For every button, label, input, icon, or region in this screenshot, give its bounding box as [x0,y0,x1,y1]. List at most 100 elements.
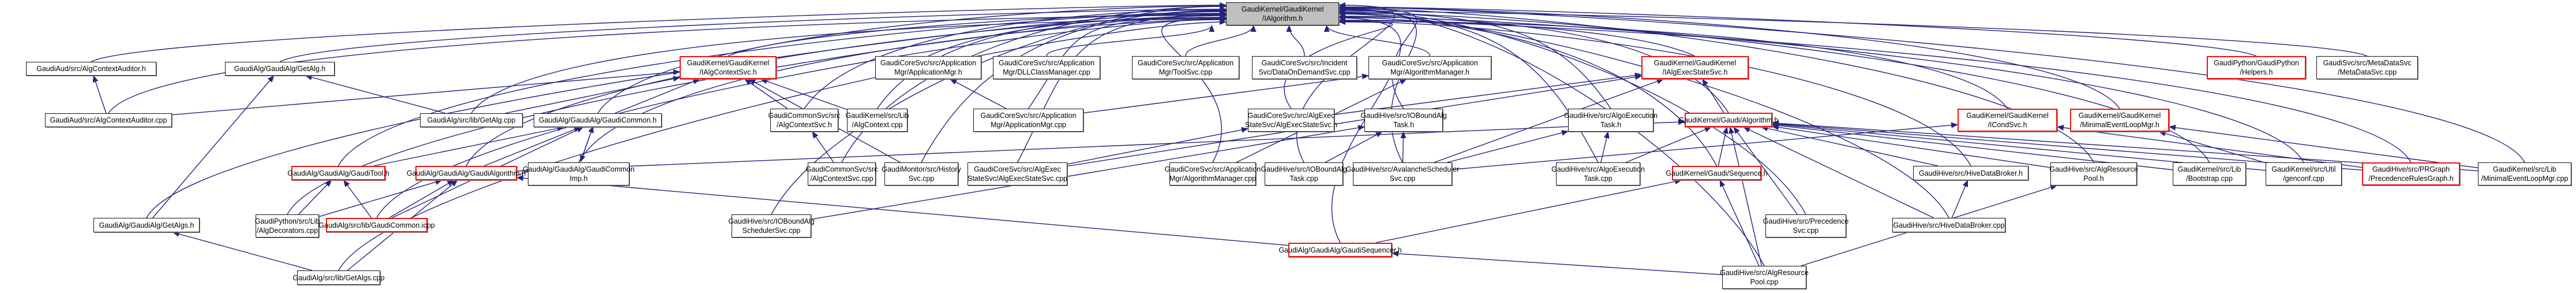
edge-precedencerulesgraph-h--ialgorithm [1338,17,2412,163]
node-ialgexecstatesvc-h[interactable]: GaudiKernel/GaudiKernel /IAlgExecStateSv… [1641,56,1749,79]
edge-applicationmgr-cpp--applicationmgr-h [950,79,1007,109]
edge-dllclassmanager-cpp--ialgorithm [1046,25,1215,57]
node-precedencesvc-cpp[interactable]: GaudiHive/src/Precedence Svc.cpp [1763,214,1848,238]
edge-precedencesvc-cpp--ialgorithm [1338,7,1806,215]
edge-algresourcepool-h--algorithm-h [1772,124,2051,168]
node-algoexecutiontask-cpp[interactable]: GaudiHive/src/AlgoExecution Task.cpp [1551,162,1645,186]
edge-avalancheschedulersvc-cpp--ialgorithm [1338,6,1417,163]
edge-getalg-h--ialgorithm [279,6,1227,62]
edge-ioboundalgtask-cpp--ialgorithm [1296,2,1395,163]
node-getalgs-h[interactable]: GaudiAlg/GaudiAlg/GetAlgs.h [93,218,200,232]
edge-gaudialgorithm-h--algorithm-h [516,119,1685,172]
edge-algexecstatesvc-cpp--ialgorithm [1017,12,1227,163]
edge-genconf-cpp--minimaleventloopmgr-h [2158,131,2266,164]
edge-gauditool-h--ialgorithm [338,9,1227,166]
node-algorithmmanager-h[interactable]: GaudiCoreSvc/src/Application Mgr/Algorit… [1368,56,1491,79]
node-bootstrap-cpp[interactable]: GaudiKernel/src/Lib /Bootstrap.cpp [2173,162,2246,186]
edge-algcontextsvc-cpp--ialgorithm [841,3,1227,163]
edge-gaudicommon-h--ialgcontextsvc-h [614,79,700,114]
node-hivedatabroker-cpp[interactable]: GaudiHive/src/HiveDataBroker.cpp [1892,218,2005,232]
node-algcontext-cpp[interactable]: GaudiKernel/src/Lib /AlgContext.cpp [846,109,909,132]
node-algresourcepool-cpp[interactable]: GaudiHive/src/AlgResource Pool.cpp [1720,266,1809,289]
node-helpers-h[interactable]: GaudiPython/GaudiPython /Helpers.h [2207,56,2306,79]
node-ioboundalgtask-h[interactable]: GaudiHive/src/IOBoundAlg Task.h [1360,109,1447,132]
node-dllclassmanager-cpp[interactable]: GaudiCoreSvc/src/Application Mgr/DLLClas… [993,56,1100,79]
node-applicationmgr-cpp[interactable]: GaudiCoreSvc/src/Application Mgr/Applica… [973,109,1083,132]
edge-avalancheschedulersvc-cpp--algoexecutiontask-h [1447,129,1569,163]
edge-ioboundalgtask-cpp--ioboundalgtask-h [1325,131,1383,163]
edge-gaudicommon-icpp--gaudialgorithm-h [389,180,455,218]
node-gaudicommonimp-h[interactable]: GaudiAlg/GaudiAlg/GaudiCommon Imp.h [523,162,635,186]
node-precedencerulesgraph-h[interactable]: GaudiHive/src/PRGraph /PrecedenceRulesGr… [2362,162,2460,186]
node-gauditool-h[interactable]: GaudiAlg/GaudiAlg/GaudiTool.h [287,166,389,180]
edge-sequence-h--ialgorithm [1338,14,1718,166]
node-dataondemandsvc-cpp[interactable]: GaudiCoreSvc/src/Incident Svc/DataOnDema… [1252,56,1357,79]
node-algexecstatesvc-h[interactable]: GaudiCoreSvc/src/AlgExec StateSvc/AlgExe… [1245,109,1337,132]
node-gaudialgorithm-h[interactable]: GaudiAlg/GaudiAlg/GaudiAlgorithm.h [407,166,526,180]
node-algoexecutiontask-h[interactable]: GaudiHive/src/AlgoExecution Task.h [1564,109,1658,132]
node-toolsvc-cpp[interactable]: GaudiCoreSvc/src/Application Mgr/ToolSvc… [1132,56,1239,79]
edge-algresourcepool-cpp--sequence-h [1719,180,1760,266]
edge-gaudialgorithm-h--gaudicommon-h [483,127,582,166]
edge-algresourcepool-h--ialgorithm [1338,5,2094,163]
node-gaudicommon-h[interactable]: GaudiAlg/GaudiAlg/GaudiCommon.h [534,113,662,127]
edge-dataondemandsvc-cpp--ialgorithm [1286,25,1305,57]
edge-genconf-cpp--ialgorithm [1338,13,2304,163]
node-gaudisequencer-h[interactable]: GaudiAlg/GaudiAlg/GaudiSequencer.h [1278,243,1402,257]
node-getalgs-cpp[interactable]: GaudiAlg/src/lib/GetAlgs.cpp [293,270,385,285]
node-algcontextsvc-cpp[interactable]: GaudiCommonSvc/src /AlgContextSvc.cpp [805,162,878,186]
edge-getalg-cpp--getalg-h [305,75,446,114]
node-getalg-h[interactable]: GaudiAlg/GaudiAlg/GetAlg.h [225,62,335,76]
edge-algexecstatesvc-cpp--algexecstatesvc-h [1067,127,1248,165]
node-applicationmgr-h[interactable]: GaudiCoreSvc/src/Application Mgr/Applica… [875,56,981,79]
node-getalg-cpp[interactable]: GaudiAlg/src/lib/GetAlg.cpp [420,113,523,127]
node-avalancheschedulersvc-cpp[interactable]: GaudiHive/src/AvalancheScheduler Svc.cpp [1346,162,1459,186]
edge-metadatasvc-cpp--ialgorithm [1338,8,2368,57]
node-algexecstatesvc-cpp[interactable]: GaudiCoreSvc/src/AlgExec StateSvc/AlgExe… [968,162,1067,186]
edge-precedencesvc-cpp--algorithm-h [1733,127,1798,215]
edge-gaudicommon-h--gaudicommonimp-h [580,126,594,162]
node-algcontextauditor-cpp[interactable]: GaudiAud/src/AlgContextAuditor.cpp [45,113,172,127]
edge-minimaleventloopmgr-cpp--ialgorithm [1338,4,2525,163]
edge-algcontextsvc-h--ialgorithm [804,7,1227,109]
node-ialgcontextsvc-h[interactable]: GaudiKernel/GaudiKernel /IAlgContextSvc.… [680,56,777,79]
node-minimaleventloopmgr-h[interactable]: GaudiKernel/GaudiKernel /MinimalEventLoo… [2070,109,2169,132]
node-hivedatabroker-h[interactable]: GaudiHive/src/HiveDataBroker.h [1913,166,2028,180]
edge-toolsvc-cpp--ialgorithm [1185,25,1257,57]
edge-algorithmmanager-h--ialgorithm [1323,25,1431,57]
edge-getalgs-cpp--getalgs-h [172,231,313,271]
edge-algcontext-cpp--ialgorithm [876,11,1227,109]
node-algorithm-h[interactable]: GaudiKernel/Gaudi/Algorithm.h [1679,113,1779,127]
edge-algoexecutiontask-cpp--algorithm-h [1626,127,1712,163]
node-icondsvc-h[interactable]: GaudiKernel/GaudiKernel /ICondSvc.h [1958,109,2057,132]
node-ioboundalgschedulersvc-cpp[interactable]: GaudiHive/src/IOBoundAlg SchedulerSvc.cp… [728,214,815,238]
node-algcontextauditor-h[interactable]: GaudiAud/src/AlgContextAuditor.h [26,62,156,76]
node-genconf-cpp[interactable]: GaudiKernel/src/Util /genconf.cpp [2266,162,2342,186]
edge-minimaleventloopmgr-cpp--minimaleventloopmgr-h [2169,124,2478,168]
edge-algcontextauditor-cpp--ialgcontextsvc-h [171,69,680,116]
edge-algorithmmanager-cpp--ialgorithm [1161,16,1227,163]
edge-hivedatabroker-cpp--algorithm-h [1743,127,1934,218]
node-sequence-h[interactable]: GaudiKernel/Gaudi/Sequence.h [1666,166,1768,180]
node-algresourcepool-h[interactable]: GaudiHive/src/AlgResource Pool.h [2049,162,2138,186]
edge-getalg-cpp--ialgorithm [471,16,1227,114]
node-ialgorithm[interactable]: GaudiKernel/GaudiKernel /IAlgorithm.h [1226,2,1339,25]
edge-getalgs-h--ialgorithm [146,8,1227,218]
node-ioboundalgtask-cpp[interactable]: GaudiHive/src/IOBoundAlg Task.cpp [1261,162,1347,186]
node-gaudicommon-icpp[interactable]: GaudiAlg/src/lib/GaudiCommon.icpp [318,218,435,232]
edge-gaudicommon-h--ialgorithm [597,3,1227,114]
edge-avalancheschedulersvc-cpp--ialgexecstatesvc-h [1434,79,1664,163]
edge-algdecorators-cpp--gauditool-h [298,180,332,215]
node-minimaleventloopmgr-cpp[interactable]: GaudiKernel/src/Lib /MinimalEventLoopMgr… [2478,162,2571,186]
edge-gaudialgorithm-h--ialgorithm [466,13,1227,166]
node-metadatasvc-cpp[interactable]: GaudiSvc/src/MetaDataSvc /MetaDataSvc.cp… [2316,56,2418,79]
node-algorithmmanager-cpp[interactable]: GaudiCoreSvc/src/Application Mgr/Algorit… [1165,162,1261,186]
edge-getalgs-h--getalg-h [152,75,275,218]
edge-algexecstatesvc-h--ialgorithm [1284,19,1393,109]
node-algcontextsvc-h[interactable]: GaudiCommonSvc/src /AlgContextSvc.h [768,109,841,132]
node-algdecorators-cpp[interactable]: GaudiPython/src/Lib /AlgDecorators.cpp [255,214,320,238]
node-historysvc-cpp[interactable]: GaudiMonitor/src/History Svc.cpp [882,162,961,186]
edge-hivedatabroker-cpp--hivedatabroker-h [1951,180,1968,218]
edge-hivedatabroker-h--ialgorithm [1338,18,1971,166]
